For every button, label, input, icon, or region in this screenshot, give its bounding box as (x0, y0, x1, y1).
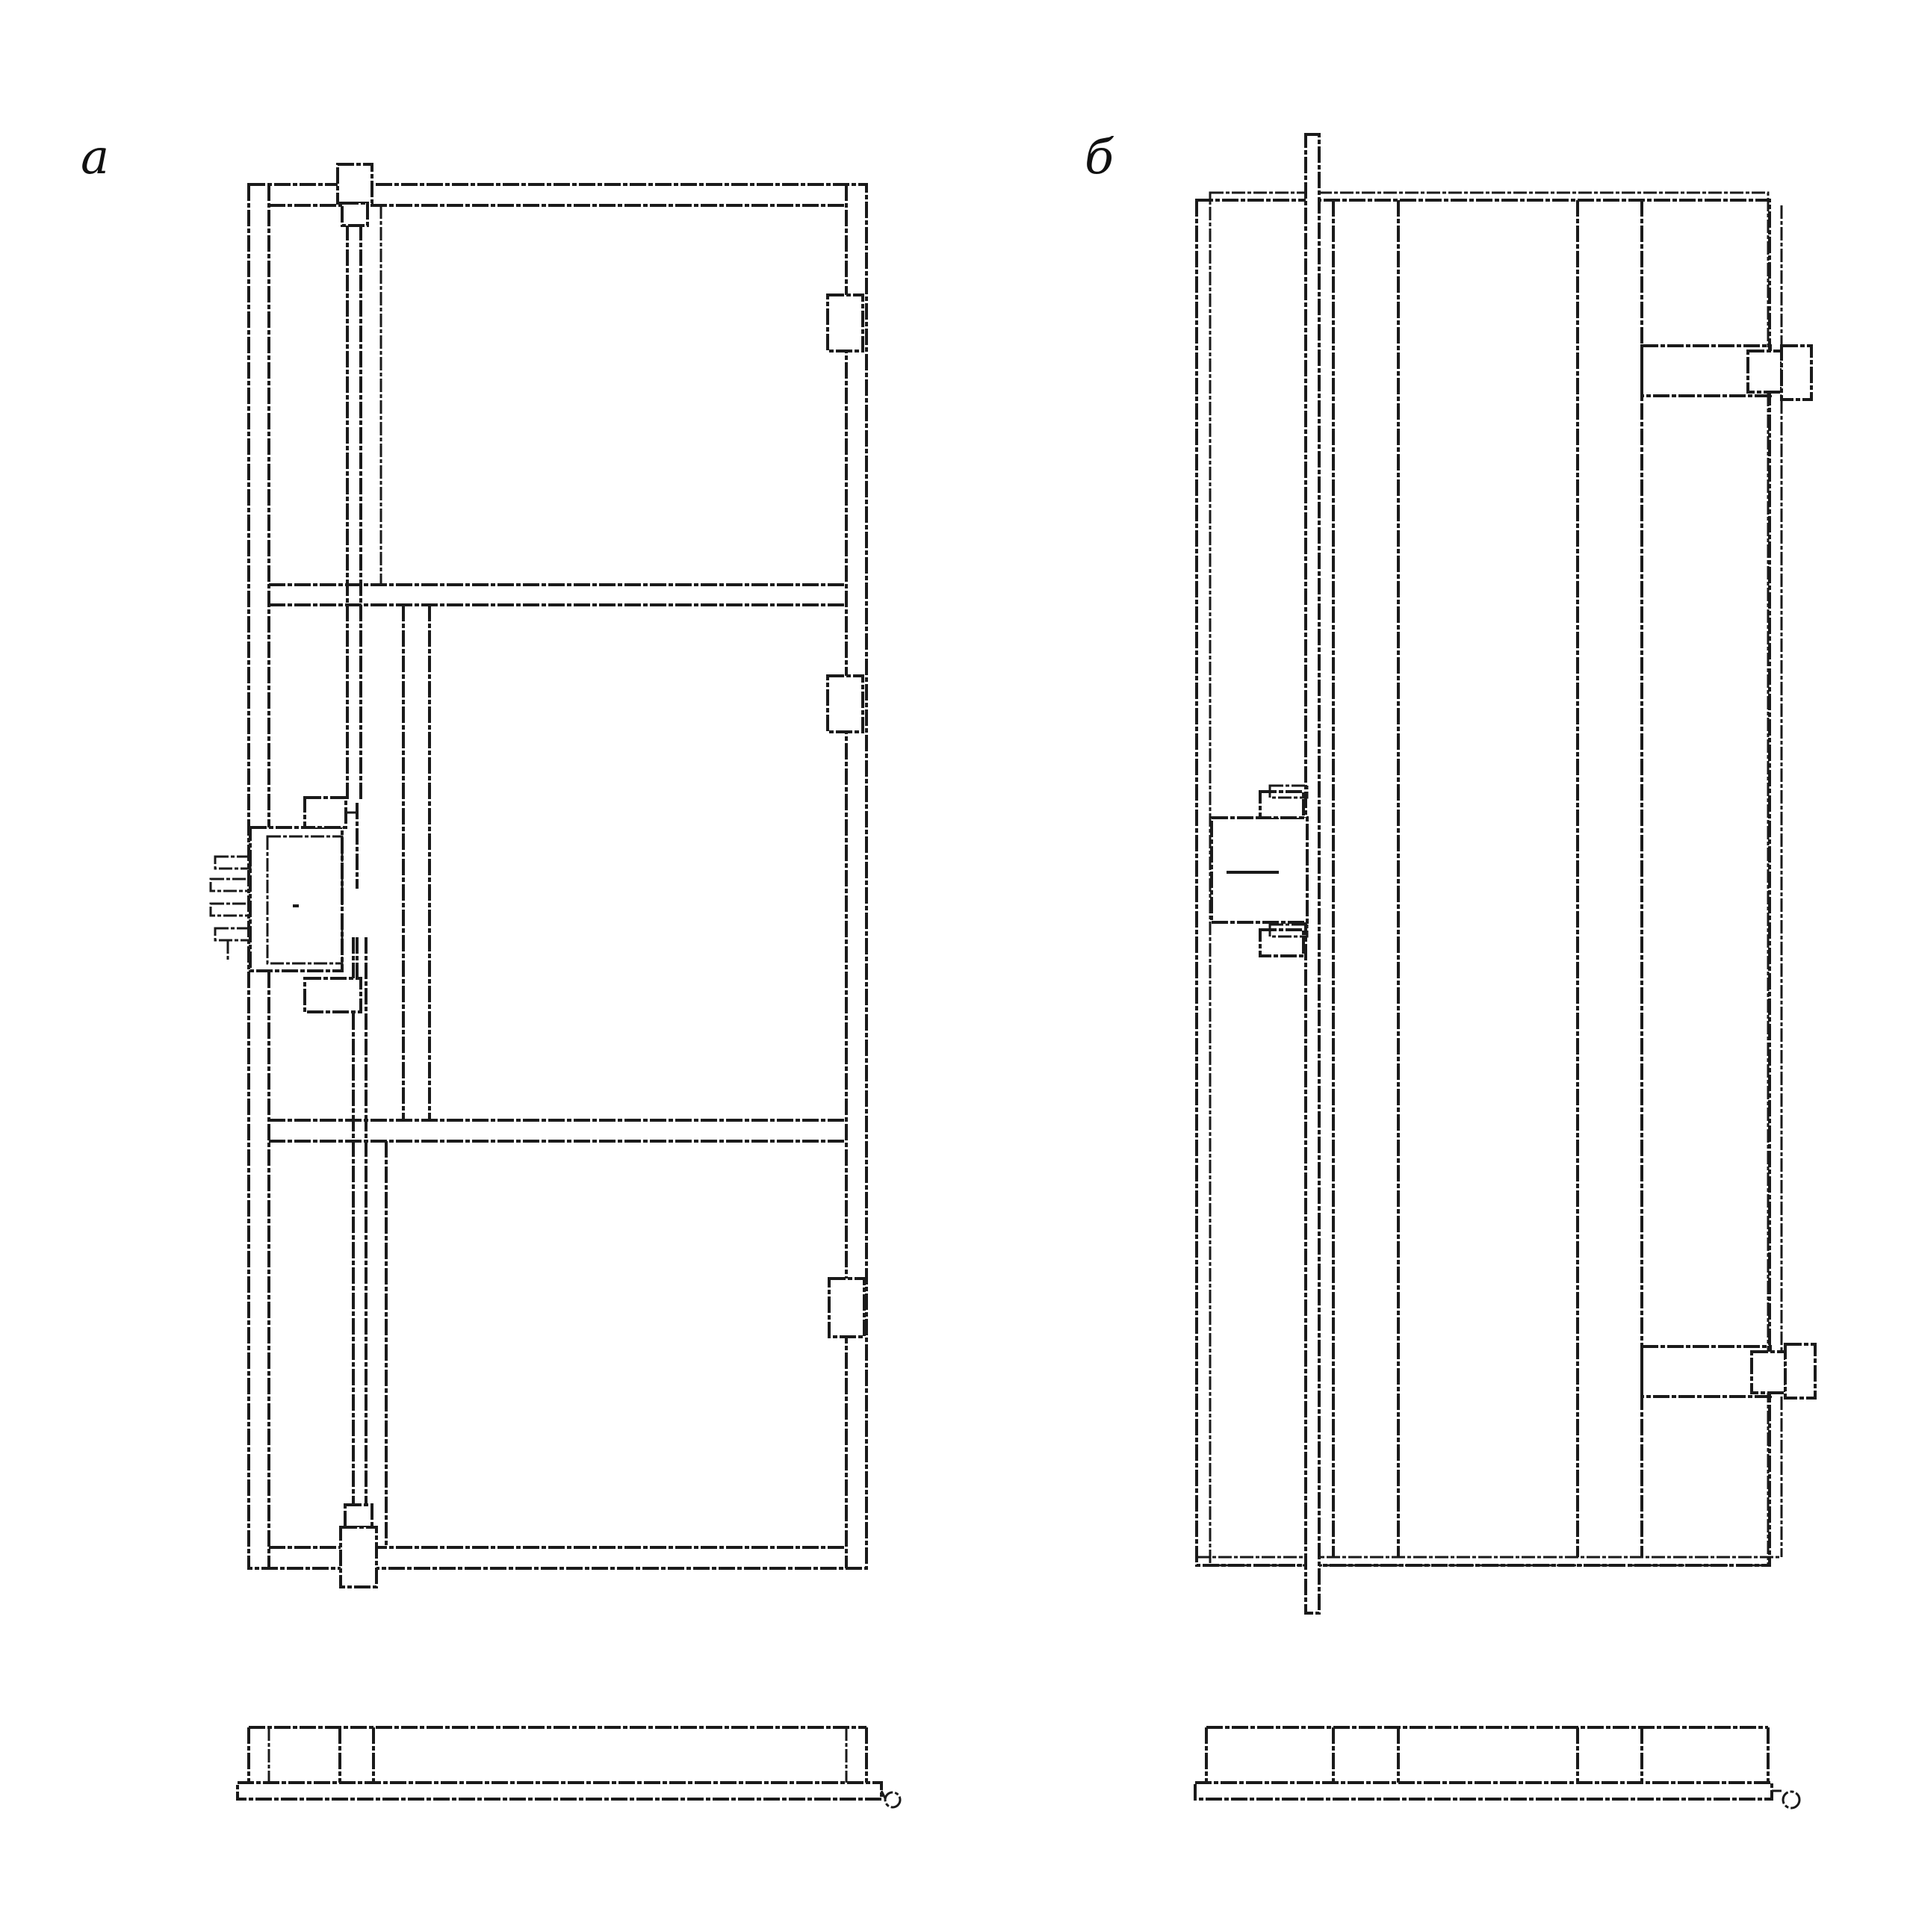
panel-b: б (1085, 130, 1817, 1810)
panel-b-lock (1210, 784, 1309, 957)
panel-b-locking-rod (1304, 133, 1321, 1615)
panel-a-cross-bar-upper (269, 583, 846, 606)
panel-a-label: а (81, 130, 109, 185)
panel-a-lock (209, 796, 362, 1013)
panel-a-section-view (236, 1726, 902, 1809)
panel-a: а (81, 130, 902, 1809)
panel-b-label: б (1085, 130, 1114, 185)
panel-a-locking-rod (336, 163, 378, 1588)
panel-a-hinges (826, 293, 866, 1338)
panel-b-lower-hinge (1640, 1343, 1817, 1400)
panel-b-section-view (1194, 1726, 1801, 1810)
panel-a-cross-bar-lower (269, 1119, 846, 1143)
panel-b-upper-hinge (1640, 344, 1813, 401)
panel-b-vertical-stiffeners (1332, 200, 1643, 1557)
panel-a-inner-stiles (379, 205, 431, 1547)
